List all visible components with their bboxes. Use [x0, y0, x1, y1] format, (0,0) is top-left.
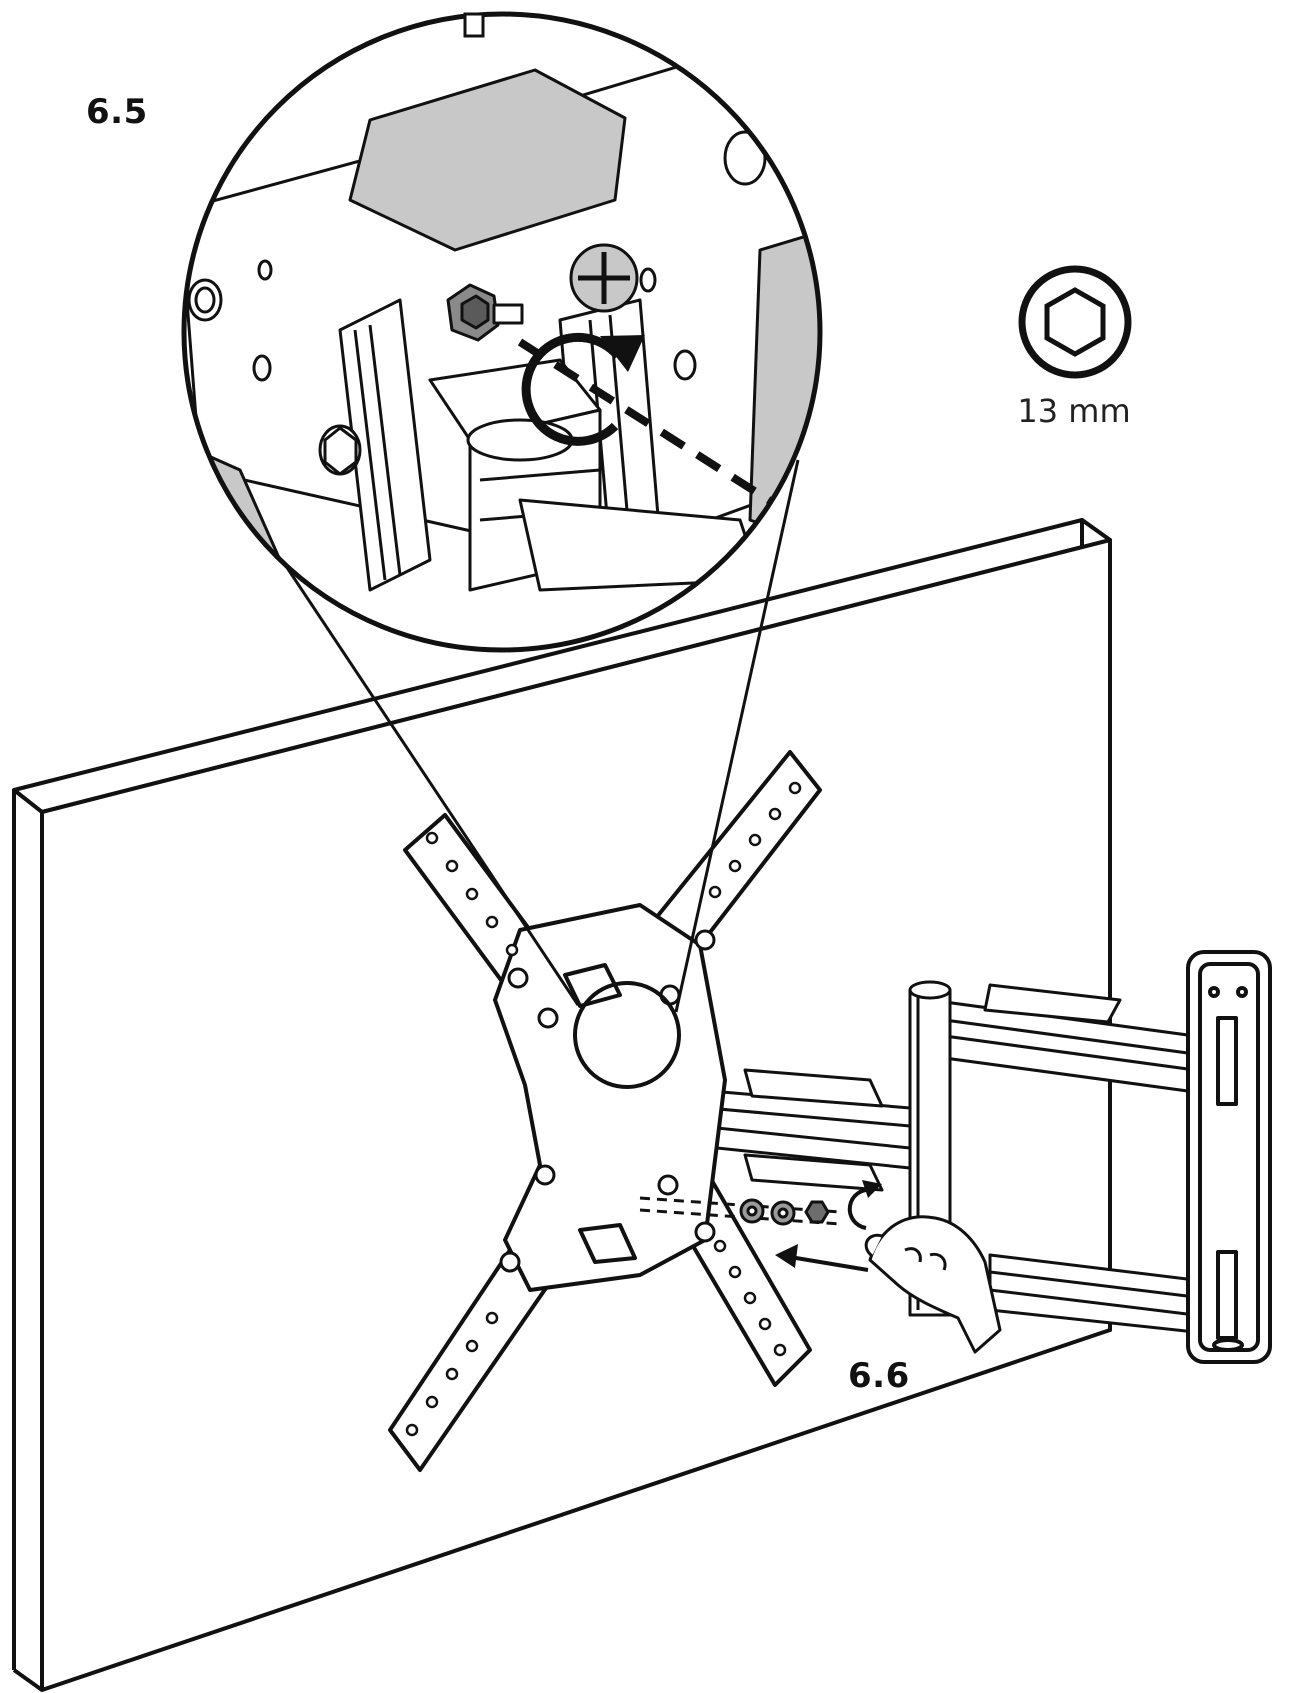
rotation-arrow-icon [521, 332, 645, 446]
phillips-screw-icon [569, 243, 639, 313]
detail-circle-small [573, 981, 681, 1089]
wall-plate [1186, 950, 1272, 1364]
clockwise-arrow-icon [847, 1180, 882, 1230]
direction-arrow-icon [775, 1244, 869, 1272]
step-label-6-5: 6.5 [86, 92, 148, 132]
hand-illustration [864, 1215, 1002, 1354]
hex-socket-icon [1018, 265, 1132, 379]
mounting-hardware [639, 1196, 841, 1226]
gray-cutout-top [348, 68, 627, 252]
nut [804, 1200, 830, 1224]
step-label-6-6: 6.6 [848, 1356, 910, 1396]
zoom-callout-lines [270, 459, 800, 1013]
tool-size-label: 13 mm [1017, 392, 1131, 430]
vesa-holes [405, 781, 802, 1437]
zoom-detail [181, 11, 823, 653]
plate-bolts [499, 929, 716, 1273]
